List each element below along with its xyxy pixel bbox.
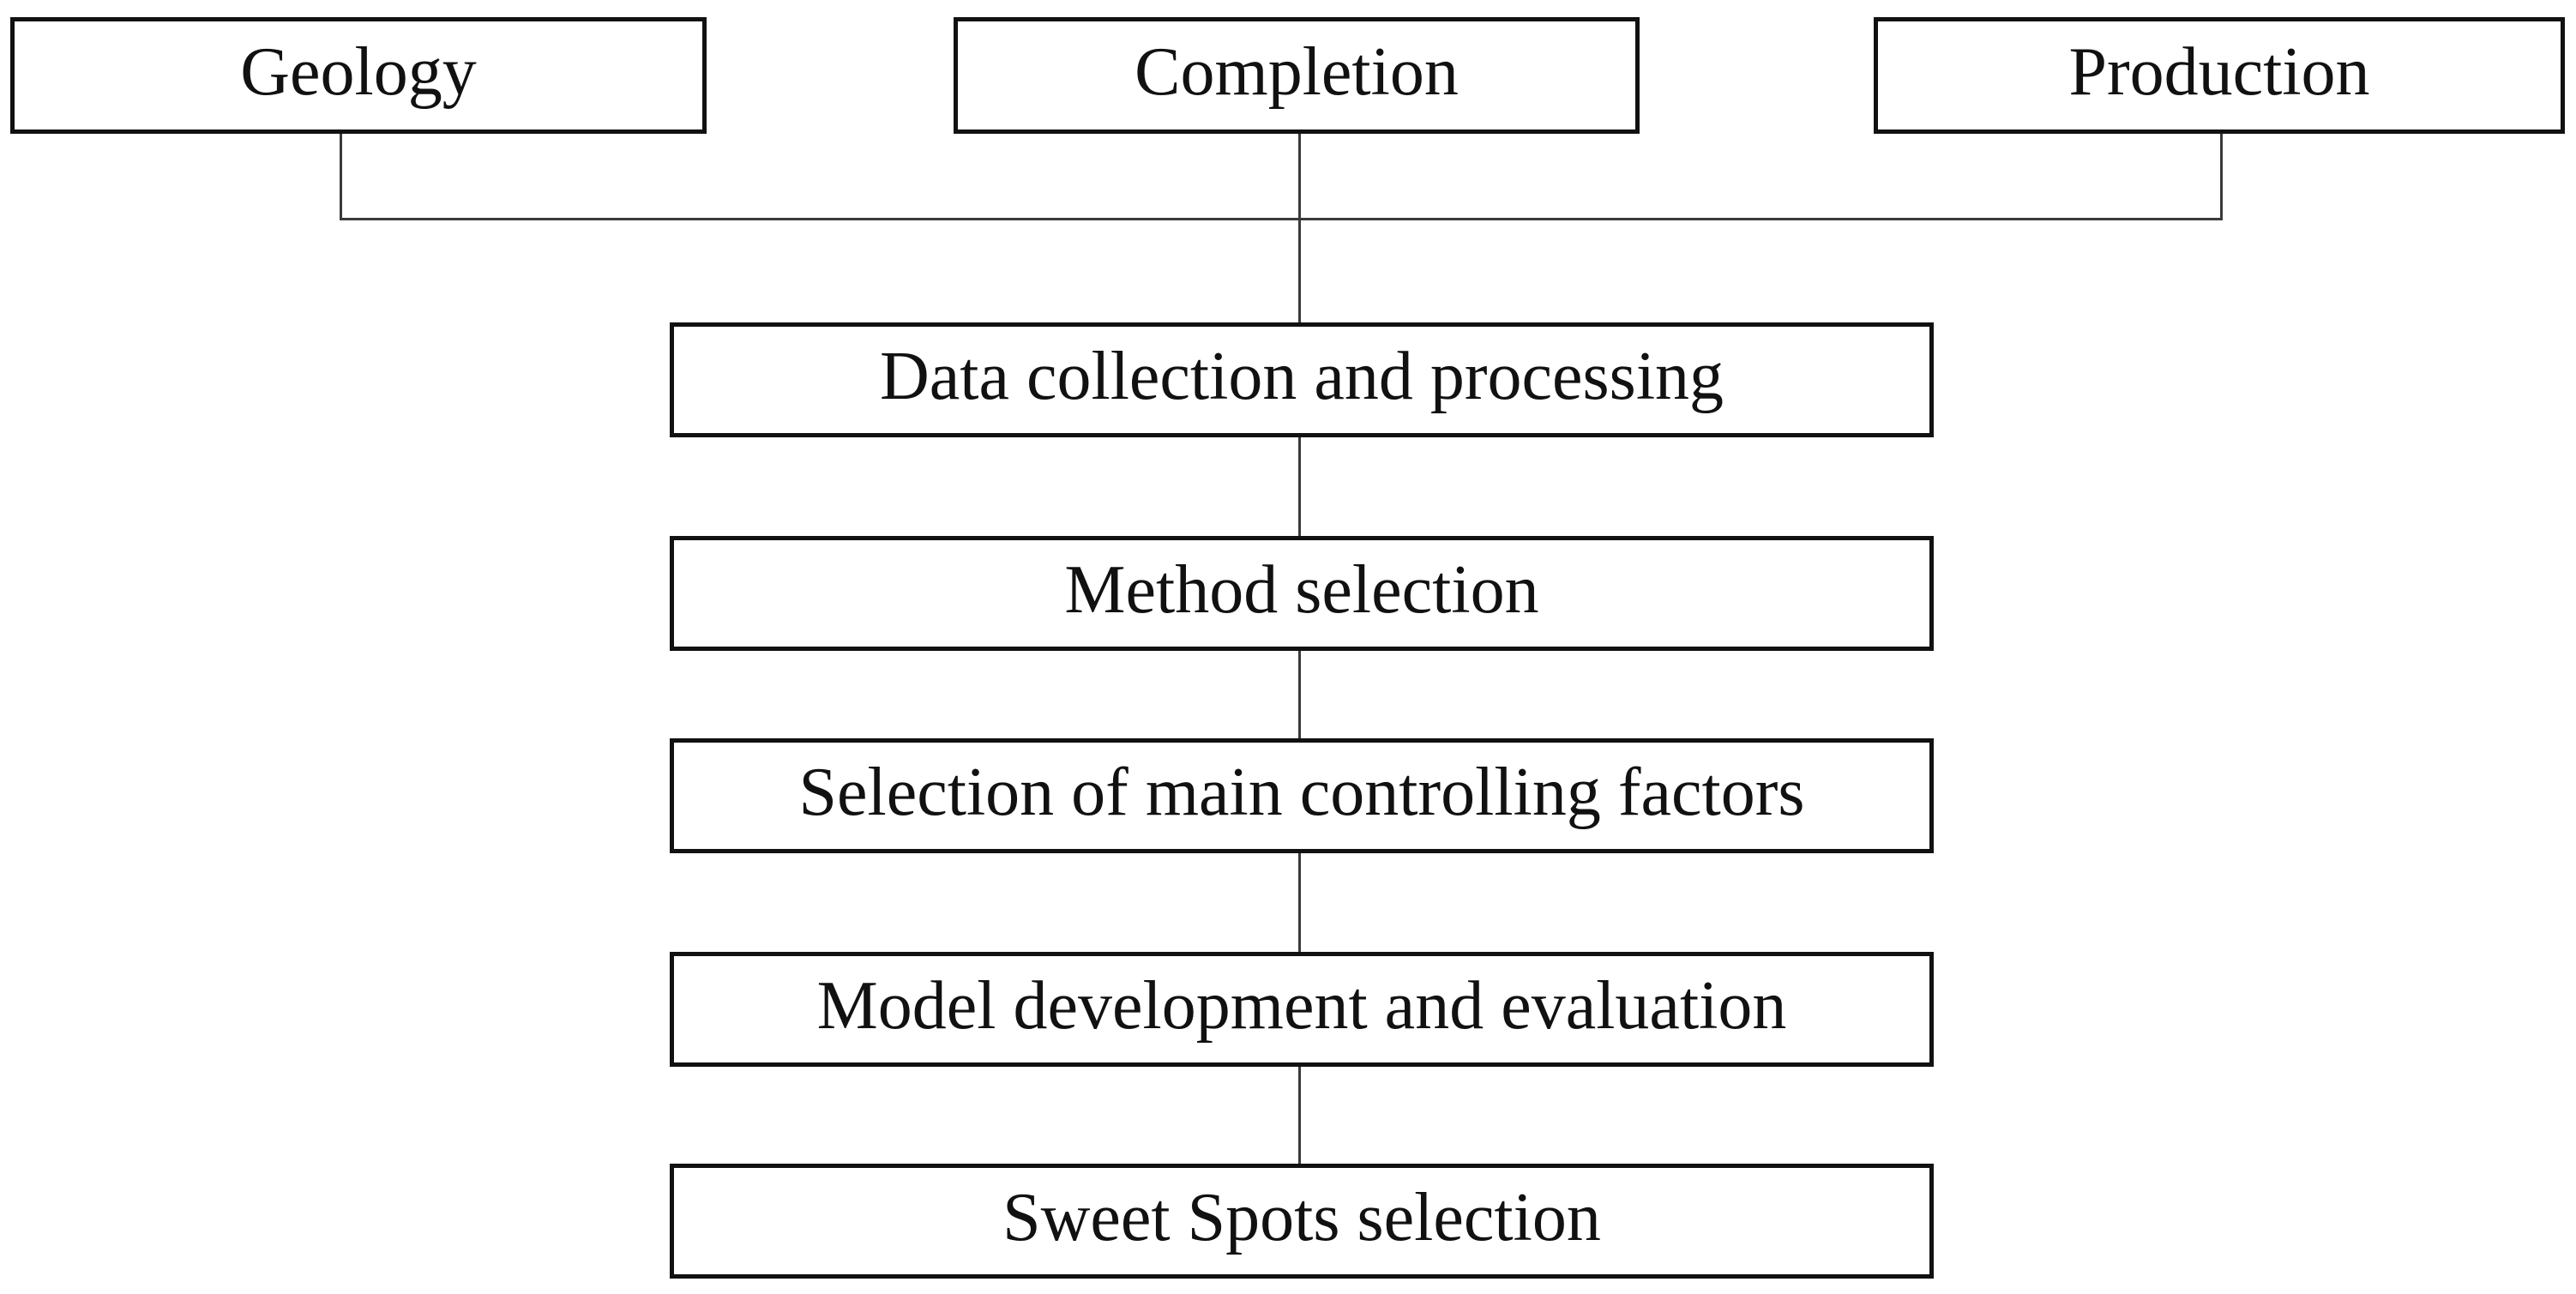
node-sweet-spots-label: Sweet Spots selection bbox=[1002, 1180, 1601, 1255]
node-production-label: Production bbox=[2068, 34, 2370, 110]
connector-bus-line bbox=[340, 218, 2223, 220]
connector-geology-drop bbox=[340, 134, 342, 220]
node-production: Production bbox=[1874, 17, 2565, 134]
connector-step-3-4 bbox=[1298, 1067, 1301, 1164]
node-main-factors: Selection of main controlling factors bbox=[670, 738, 1934, 853]
node-completion: Completion bbox=[954, 17, 1640, 134]
node-method-selection-label: Method selection bbox=[1064, 552, 1539, 628]
node-data-collection: Data collection and processing bbox=[670, 322, 1934, 437]
node-method-selection: Method selection bbox=[670, 536, 1934, 651]
node-geology: Geology bbox=[10, 17, 707, 134]
connector-step-0-1 bbox=[1298, 437, 1301, 536]
connector-step-1-2 bbox=[1298, 651, 1301, 738]
node-main-factors-label: Selection of main controlling factors bbox=[798, 755, 1805, 830]
node-model-development-label: Model development and evaluation bbox=[816, 968, 1787, 1044]
node-completion-label: Completion bbox=[1135, 34, 1459, 110]
connector-step-2-3 bbox=[1298, 853, 1301, 952]
node-sweet-spots: Sweet Spots selection bbox=[670, 1164, 1934, 1279]
connector-production-drop bbox=[2220, 134, 2223, 220]
node-data-collection-label: Data collection and processing bbox=[879, 339, 1724, 414]
node-model-development: Model development and evaluation bbox=[670, 952, 1934, 1067]
node-geology-label: Geology bbox=[240, 34, 477, 110]
connector-completion-drop bbox=[1298, 134, 1301, 322]
